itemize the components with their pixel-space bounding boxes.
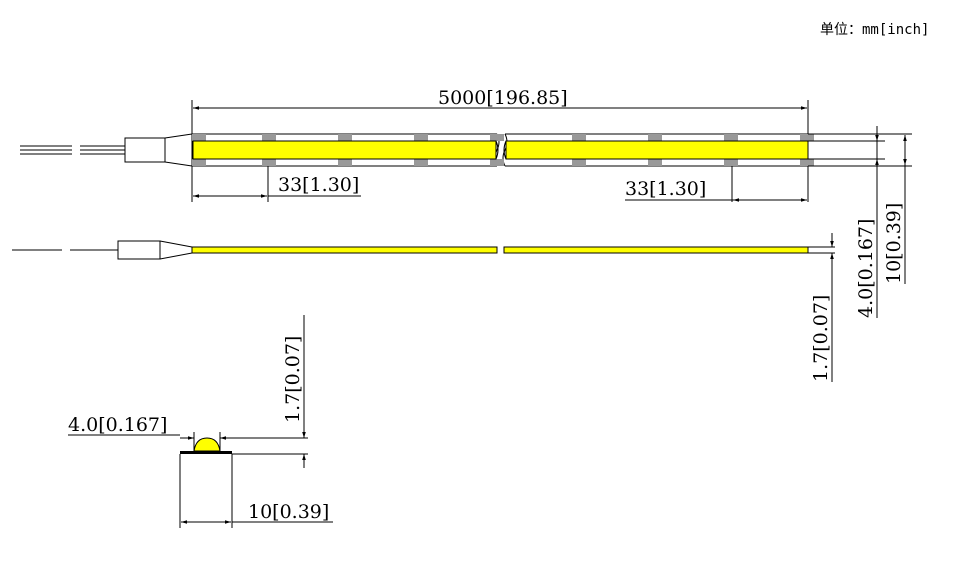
side-connector [117,240,161,260]
led-band-right [505,140,809,160]
solder-pad [572,134,586,141]
section-led-width-label: 4.0[0.167] [68,414,167,436]
side-led-left [191,246,498,254]
solder-pad [490,134,504,141]
section-thickness-label: 1.7[0.07] [282,336,304,423]
solder-pad [800,134,814,141]
side-led-right [503,246,809,254]
lead-wires [20,145,125,155]
solder-pad [414,159,428,166]
thickness-side-label: 1.7[0.07] [810,295,832,382]
units-label: 单位：mm[inch] [820,22,929,38]
solder-pads [192,134,814,166]
solder-pad [262,134,276,141]
solder-pad [648,159,662,166]
top-view: 5000[196.85] 33[1.30] 33[1.30] 4.0[0.167… [20,87,912,318]
solder-pad [490,159,504,166]
solder-pad [648,134,662,141]
section-width-label: 10[0.39] [248,501,329,523]
solder-pad [192,159,206,166]
cross-section-view: 4.0[0.167] 1.7[0.07] 10[0.39] [68,315,333,528]
solder-pad [262,159,276,166]
section-led-dome [193,437,221,452]
pitch-right-label: 33[1.30] [625,178,706,200]
solder-pad [414,134,428,141]
strip-width-led-label: 4.0[0.167] [855,219,877,318]
led-band-left [192,140,497,160]
solder-pad [192,134,206,141]
solder-pad [338,134,352,141]
solder-pad [724,134,738,141]
solder-pad [338,159,352,166]
side-view: 1.7[0.07] [12,233,835,382]
strip-width-label: 10[0.39] [883,203,905,284]
solder-pad [572,159,586,166]
total-length-label: 5000[196.85] [438,87,568,109]
connector [124,137,166,163]
section-base [180,451,232,454]
pitch-left-label: 33[1.30] [278,174,359,196]
solder-pad [724,159,738,166]
solder-pad [800,159,814,166]
